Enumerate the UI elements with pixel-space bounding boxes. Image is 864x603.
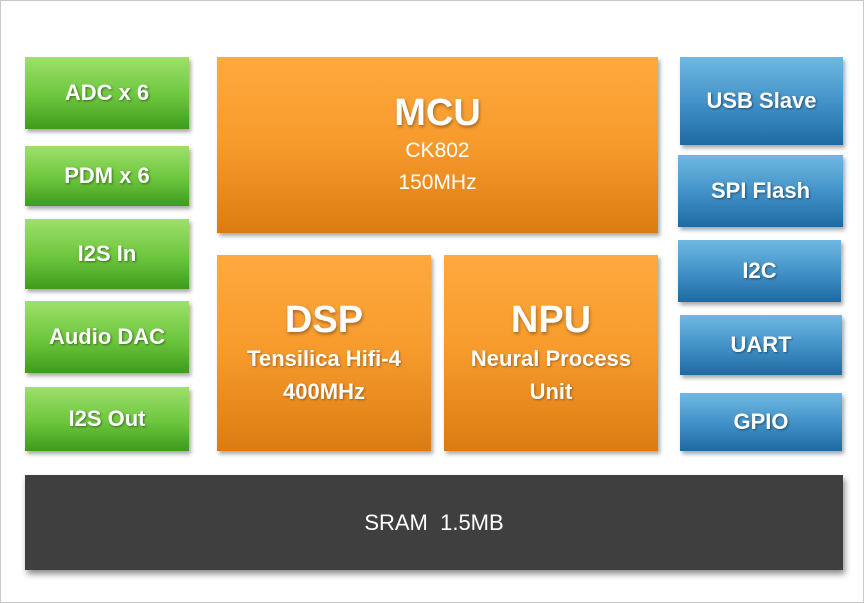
audio-dac-label: Audio DAC bbox=[48, 324, 166, 349]
gpio-label: GPIO bbox=[733, 409, 789, 434]
npu-desc-line1: Neural Process bbox=[470, 346, 632, 371]
dsp-title: DSP bbox=[284, 299, 364, 341]
spi-flash-label: SPI Flash bbox=[710, 178, 811, 203]
adc-block: ADC x 6 bbox=[25, 57, 189, 129]
npu-title: NPU bbox=[510, 299, 592, 341]
usb-slave-label: USB Slave bbox=[706, 88, 817, 113]
mcu-core: CK802 bbox=[405, 139, 470, 162]
uart-label: UART bbox=[730, 332, 792, 357]
i2c-block: I2C bbox=[678, 240, 841, 302]
gpio-block: GPIO bbox=[680, 393, 842, 451]
mcu-block: MCU CK802 150MHz bbox=[217, 57, 658, 233]
uart-block: UART bbox=[680, 315, 842, 375]
npu-block: NPU Neural Process Unit bbox=[444, 255, 658, 451]
pdm-block: PDM x 6 bbox=[25, 146, 189, 206]
spi-flash-block: SPI Flash bbox=[678, 155, 843, 227]
i2s-in-label: I2S In bbox=[77, 241, 137, 266]
adc-label: ADC x 6 bbox=[64, 80, 150, 105]
audio-dac-block: Audio DAC bbox=[25, 301, 189, 373]
mcu-frequency: 150MHz bbox=[398, 171, 477, 194]
dsp-core: Tensilica Hifi-4 bbox=[247, 346, 401, 371]
sram-block: SRAM 1.5MB bbox=[25, 475, 843, 570]
dsp-frequency: 400MHz bbox=[283, 379, 365, 404]
i2c-label: I2C bbox=[742, 258, 777, 283]
i2s-out-label: I2S Out bbox=[68, 406, 146, 431]
mcu-title: MCU bbox=[394, 92, 481, 134]
sram-label: SRAM 1.5MB bbox=[364, 509, 504, 535]
i2s-out-block: I2S Out bbox=[25, 387, 189, 451]
usb-slave-block: USB Slave bbox=[680, 57, 843, 145]
dsp-block: DSP Tensilica Hifi-4 400MHz bbox=[217, 255, 431, 451]
pdm-label: PDM x 6 bbox=[64, 163, 150, 188]
npu-desc-line2: Unit bbox=[529, 379, 573, 404]
i2s-in-block: I2S In bbox=[25, 219, 189, 289]
